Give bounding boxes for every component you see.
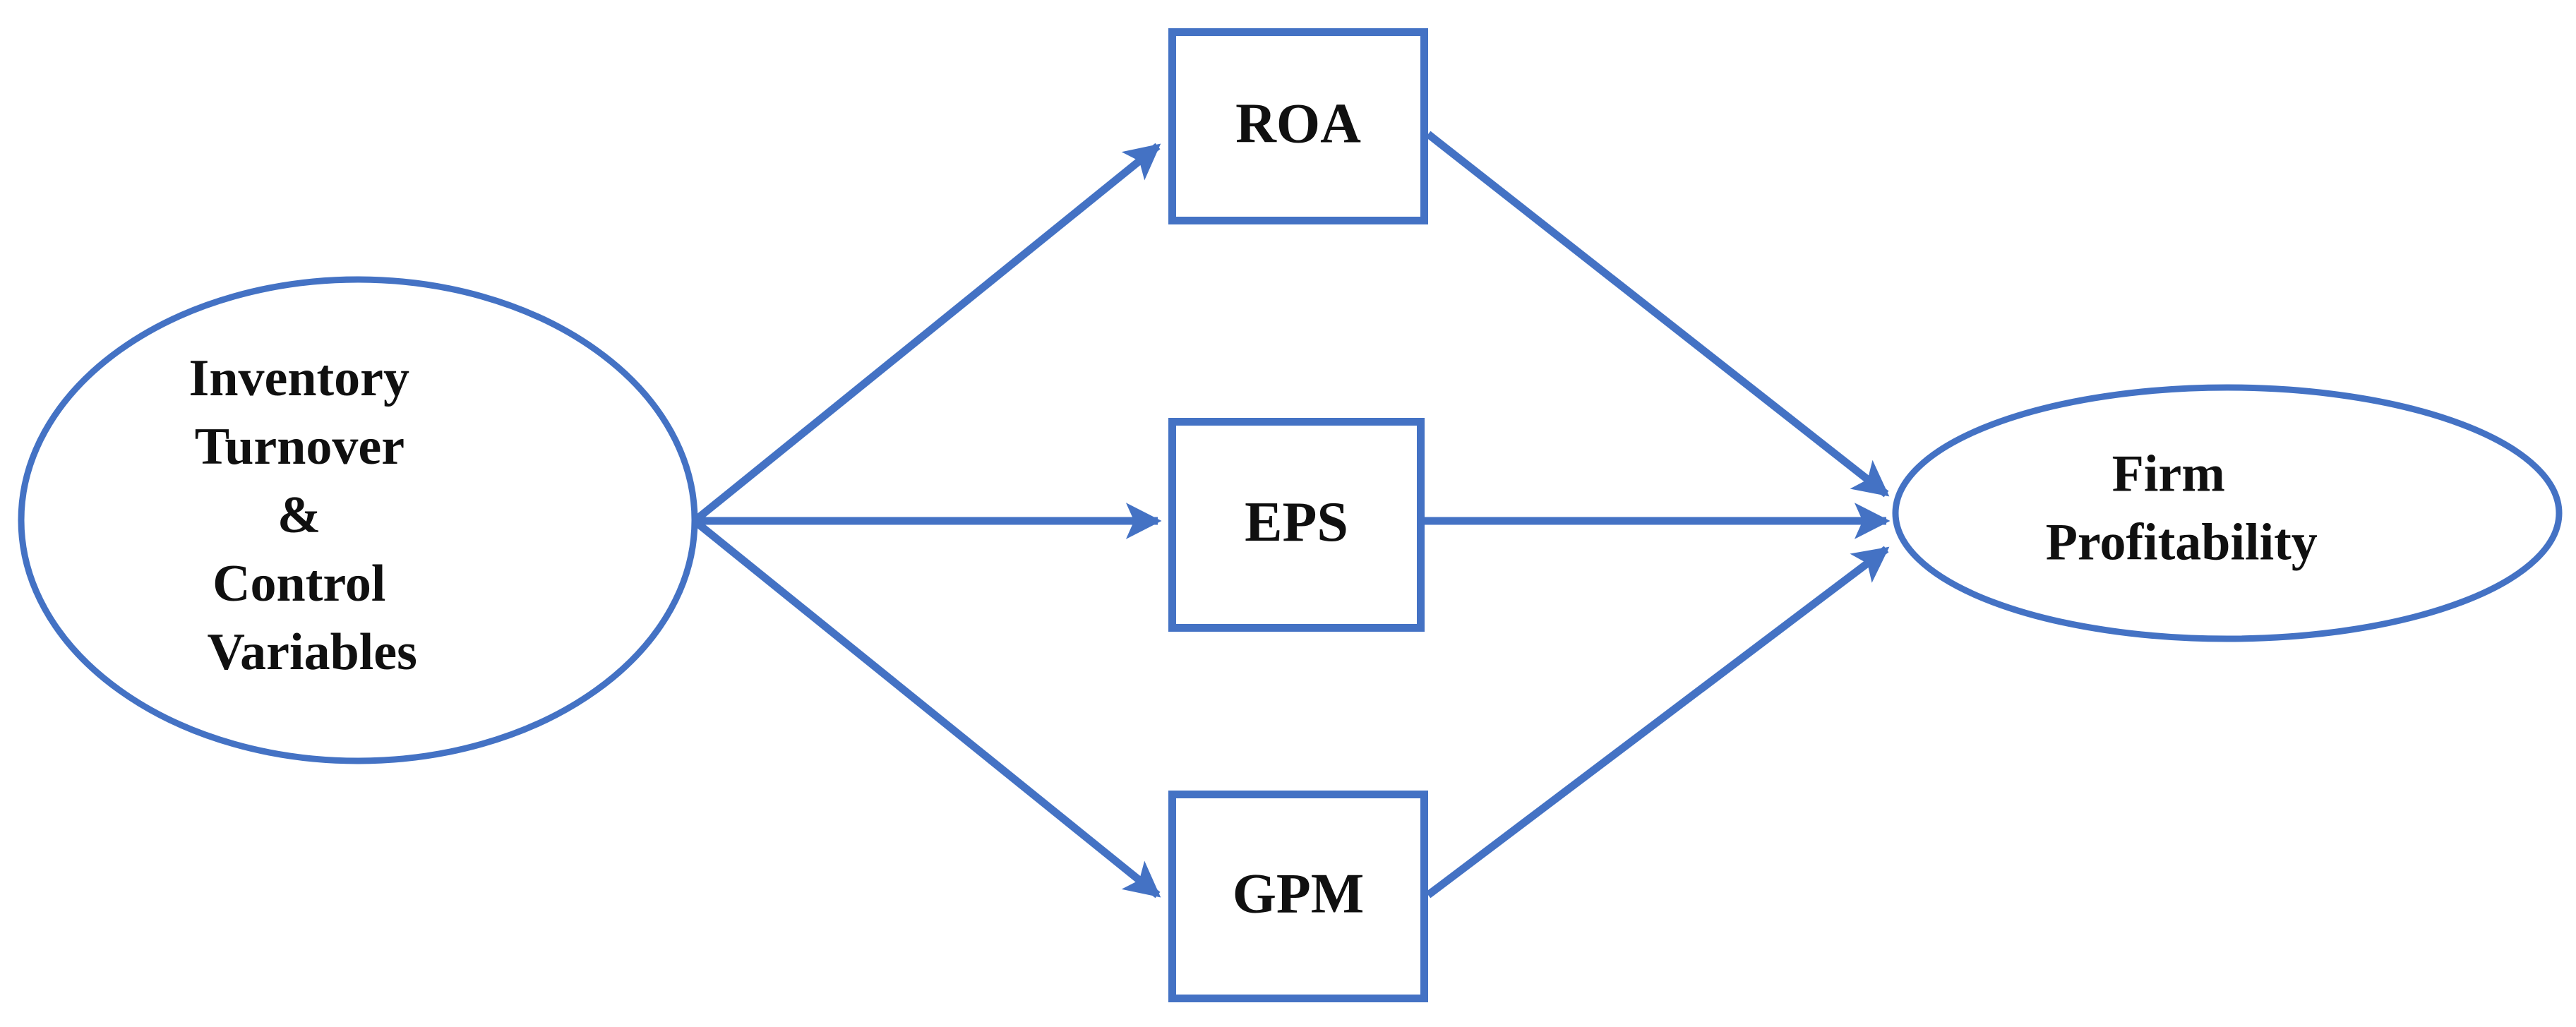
predictor-label-group: Inventory Turnover & Control Variables [189, 0, 527, 681]
predictor-label-line-1: Inventory [189, 349, 409, 407]
predictor-ellipse-outline [18, 276, 698, 764]
edge-predictor-to-roa [693, 143, 1161, 524]
gpm-box-outline [1168, 791, 1428, 1002]
edge-roa-to-firm-profitability [1425, 131, 1890, 498]
predictor-label-line-4: Control [212, 555, 385, 613]
eps-box-outline [1168, 418, 1425, 632]
outcome-label-line-1: Firm [2112, 445, 2225, 503]
node-mediator-gpm[interactable]: GPM [1168, 791, 1428, 1002]
predictor-label-line-5: Variables [208, 623, 417, 681]
node-predictor-ellipse[interactable]: Inventory Turnover & Control Variables [18, 0, 698, 764]
node-mediator-eps[interactable]: EPS [1168, 418, 1425, 632]
gpm-box-label: GPM [1233, 863, 1365, 925]
predictor-label-line-3: & [277, 486, 321, 544]
outcome-label-group: Firm Profitability [2046, 0, 2409, 571]
roa-box-outline [1168, 28, 1428, 224]
node-outcome-ellipse[interactable]: Firm Profitability [1892, 0, 2563, 642]
edge-predictor-to-gpm [693, 518, 1161, 899]
outcome-label-line-2: Profitability [2046, 513, 2318, 571]
connector-group [693, 131, 1891, 899]
outcome-ellipse-outline [1892, 384, 2563, 642]
edge-gpm-to-firm-profitability [1425, 546, 1890, 899]
node-mediator-roa[interactable]: ROA [1168, 28, 1428, 224]
eps-box-label: EPS [1245, 491, 1348, 553]
predictor-label-line-2: Turnover [195, 418, 405, 476]
roa-box-label: ROA [1235, 92, 1361, 155]
